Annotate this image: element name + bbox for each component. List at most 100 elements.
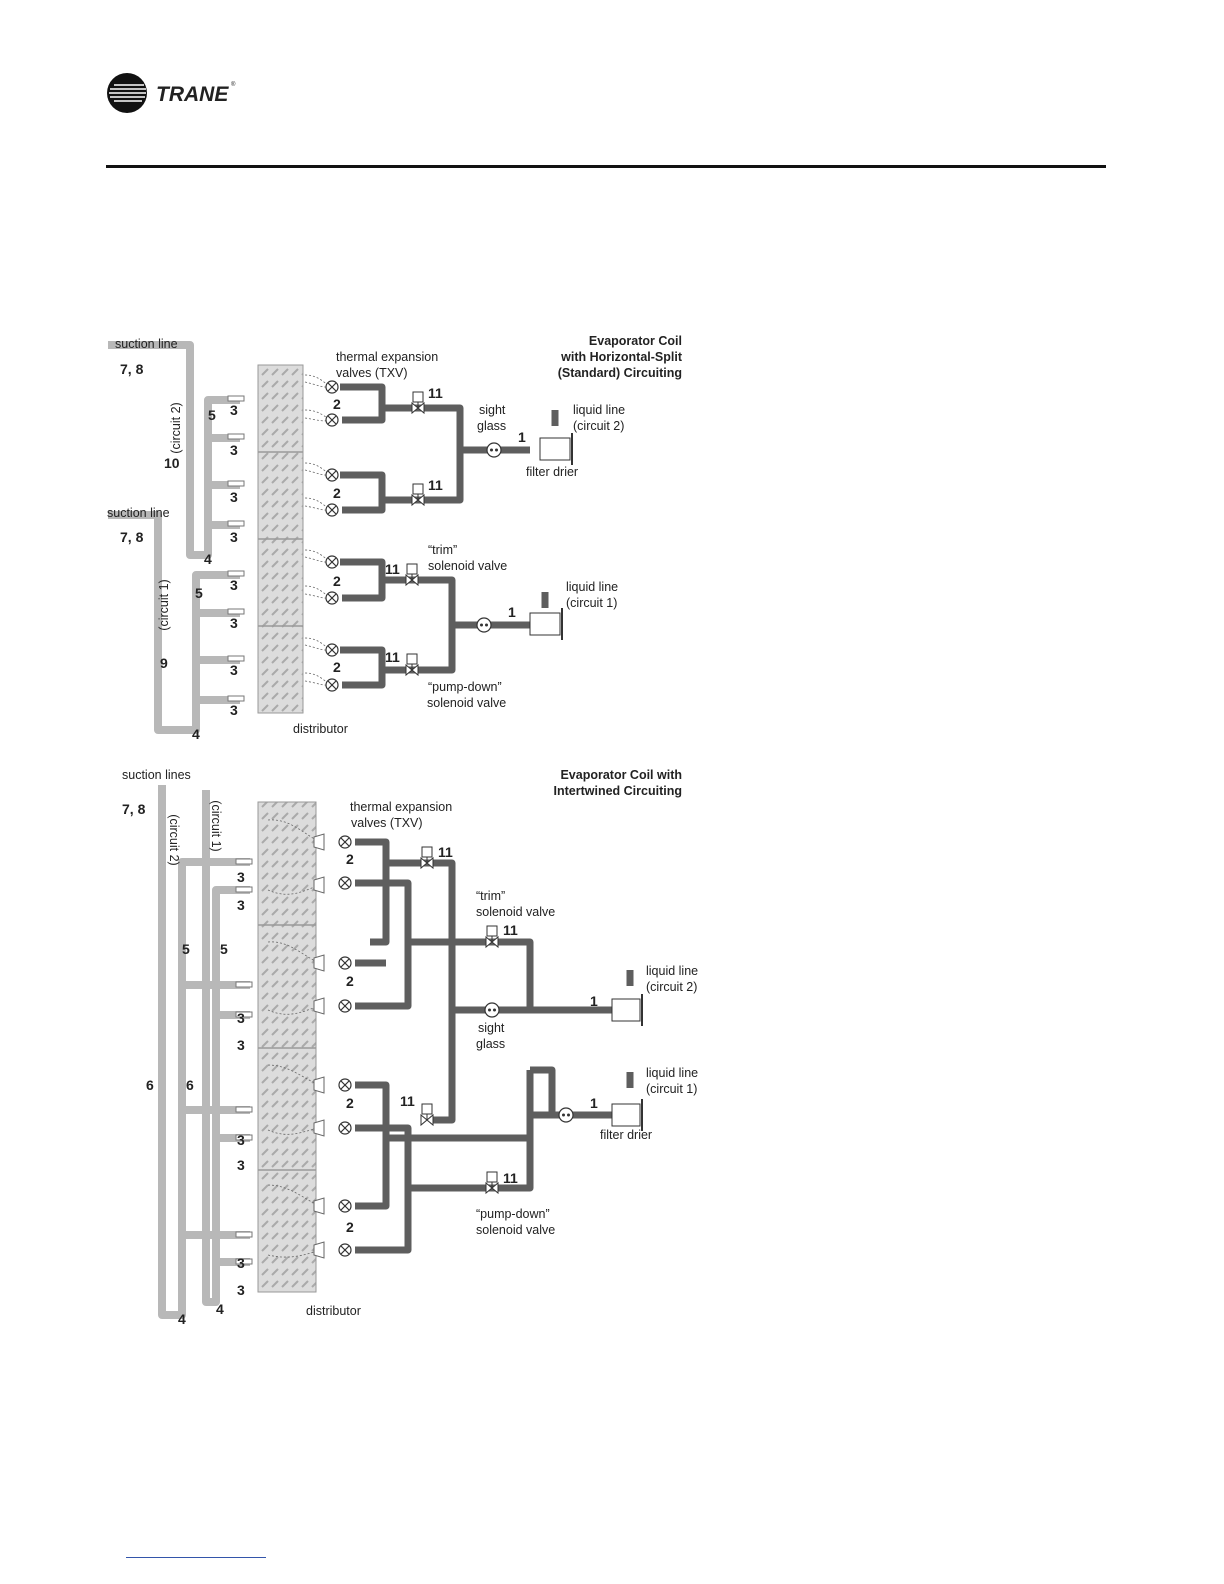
filter-drier-icon	[611, 1103, 641, 1127]
label-filter-drier: filter drier	[600, 1128, 652, 1142]
callout-number: 3	[237, 1282, 245, 1298]
diagram-intertwined: Evaporator Coil with Intertwined Circuit…	[122, 768, 698, 1327]
callout-number: 5	[208, 407, 216, 423]
label-txv: thermal expansion	[336, 350, 438, 364]
label-suction-lines: suction lines	[122, 768, 191, 782]
brand-reg: ®	[231, 81, 236, 88]
callout-number: 2	[346, 1219, 354, 1235]
label-circuit-2: (circuit 2)	[169, 402, 183, 453]
callout-number: 1	[590, 993, 598, 1009]
label-pumpdown-valve: solenoid valve	[427, 696, 506, 710]
callout-number: 4	[192, 726, 200, 742]
footer-rule	[126, 1557, 266, 1558]
callout-number: 2	[333, 485, 341, 501]
diagram-title-line: Intertwined Circuiting	[554, 784, 682, 798]
callout-number: 2	[346, 851, 354, 867]
label-distributor: distributor	[293, 722, 348, 736]
callout-number: 11	[438, 844, 453, 860]
diagram-horizontal-split: Evaporator Coil with Horizontal-Split (S…	[107, 334, 683, 742]
callout-number: 3	[230, 402, 238, 418]
filter-drier-icon	[539, 437, 571, 461]
sight-glass-icon	[484, 1002, 500, 1018]
liquid-piping-bottom	[355, 838, 634, 1254]
callout-number: 10	[164, 455, 180, 471]
label-txv: thermal expansion	[350, 800, 452, 814]
label-liquid-line: (circuit 2)	[573, 419, 624, 433]
callout-number: 3	[237, 1010, 245, 1026]
callout-number: 3	[230, 662, 238, 678]
brand-name: TRANE	[156, 83, 229, 106]
sight-glass-icon	[558, 1107, 574, 1123]
callout-number: 5	[220, 941, 228, 957]
label-trim-valve: “trim”	[476, 889, 505, 903]
label-liquid-line: (circuit 2)	[646, 980, 697, 994]
callout-number: 3	[230, 702, 238, 718]
label-suction-line: suction line	[107, 506, 170, 520]
label-circuit-1: (circuit 1)	[157, 579, 171, 630]
solenoid-valve	[420, 1103, 434, 1126]
callout-number: 11	[428, 385, 443, 401]
callout-number: 1	[518, 429, 526, 445]
callout-number: 3	[237, 897, 245, 913]
diagram-title-line: Evaporator Coil with	[560, 768, 682, 782]
evaporator-diagrams: Evaporator Coil with Horizontal-Split (S…	[100, 330, 720, 1330]
label-circuit-1: (circuit 1)	[209, 800, 223, 851]
callout-number: 6	[186, 1077, 194, 1093]
callout-number: 3	[230, 529, 238, 545]
callout-number: 3	[237, 1132, 245, 1148]
callout-number: 11	[503, 922, 518, 938]
label-trim-valve: “trim”	[428, 543, 457, 557]
callout-number: 7, 8	[120, 529, 144, 545]
callout-number: 1	[590, 1095, 598, 1111]
filter-drier-icon	[611, 998, 641, 1022]
callout-number: 2	[346, 973, 354, 989]
callout-number: 3	[230, 442, 238, 458]
label-trim-valve: solenoid valve	[428, 559, 507, 573]
label-pumpdown-valve: solenoid valve	[476, 1223, 555, 1237]
label-circuit-2: (circuit 2)	[167, 814, 181, 865]
callout-number: 11	[400, 1093, 415, 1109]
sight-glass-icon	[486, 442, 502, 458]
label-txv: valves (TXV)	[351, 816, 423, 830]
callout-number: 9	[160, 655, 168, 671]
callout-number: 11	[385, 649, 400, 665]
callout-number: 5	[182, 941, 190, 957]
label-liquid-line: (circuit 1)	[566, 596, 617, 610]
callout-number: 3	[237, 1255, 245, 1271]
callout-number: 3	[230, 489, 238, 505]
diagram-svg: Evaporator Coil with Horizontal-Split (S…	[107, 334, 698, 1327]
callout-number: 11	[503, 1170, 518, 1186]
label-liquid-line: liquid line	[573, 403, 625, 417]
label-sight-glass: sight	[478, 1021, 505, 1035]
txv-valves-top	[325, 380, 339, 692]
callout-number: 3	[230, 615, 238, 631]
diagram-title-line: (Standard) Circuiting	[558, 366, 682, 380]
filter-drier-icon	[529, 612, 561, 636]
callout-number: 4	[216, 1301, 224, 1317]
callout-number: 2	[346, 1095, 354, 1111]
diagram-title-line: Evaporator Coil	[589, 334, 682, 348]
label-liquid-line: liquid line	[646, 964, 698, 978]
label-sight-glass: sight	[479, 403, 506, 417]
callout-number: 4	[178, 1311, 186, 1327]
trane-logo: TRANE ®	[106, 70, 266, 116]
callout-number: 2	[333, 659, 341, 675]
label-liquid-line: liquid line	[646, 1066, 698, 1080]
coil-bottom	[257, 801, 317, 1293]
header-rule	[106, 165, 1106, 168]
callout-number: 3	[237, 1157, 245, 1173]
label-trim-valve: solenoid valve	[476, 905, 555, 919]
callout-number: 5	[195, 585, 203, 601]
callout-number: 6	[146, 1077, 154, 1093]
diagram-title-line: with Horizontal-Split	[560, 350, 683, 364]
label-suction-line: suction line	[115, 337, 178, 351]
callout-number: 11	[428, 477, 443, 493]
label-pumpdown-valve: “pump-down”	[476, 1207, 550, 1221]
callout-number: 7, 8	[120, 361, 144, 377]
sight-glass-icon	[476, 617, 492, 633]
label-liquid-line: liquid line	[566, 580, 618, 594]
label-distributor: distributor	[306, 1304, 361, 1318]
label-sight-glass: glass	[477, 419, 506, 433]
callout-number: 7, 8	[122, 801, 146, 817]
callout-number: 3	[230, 577, 238, 593]
